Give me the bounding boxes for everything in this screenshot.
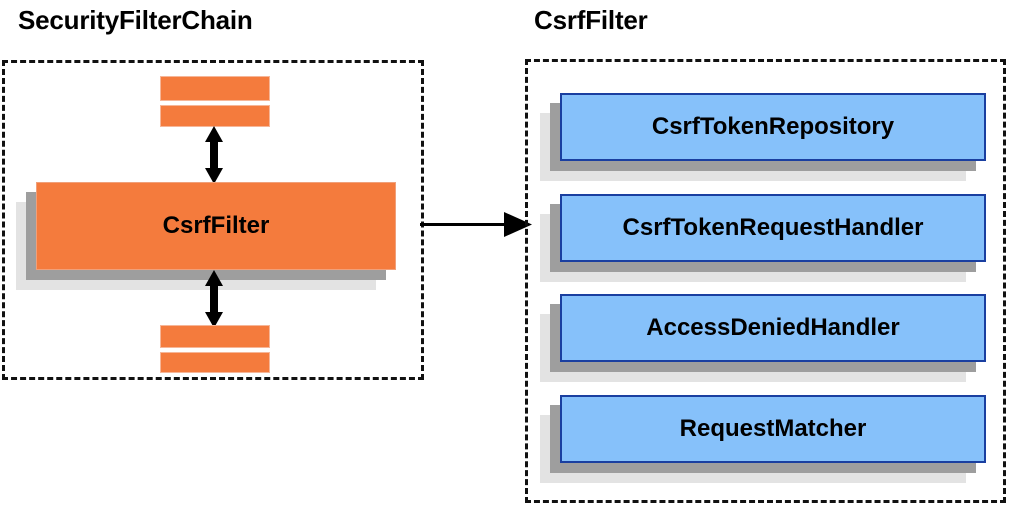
csrf-filter-collaborators-panel <box>525 59 1006 503</box>
node-access-denied-handler[interactable]: AccessDeniedHandler <box>540 294 986 382</box>
filter-stub-bar-top-1 <box>160 76 270 101</box>
node-csrf-token-request-handler-label: CsrfTokenRequestHandler <box>560 194 986 262</box>
filter-stub-bar-bottom-1 <box>160 325 270 348</box>
node-csrf-token-repository[interactable]: CsrfTokenRepository <box>540 93 986 181</box>
filter-stub-bar-top-2 <box>160 105 270 127</box>
filter-stub-bar-bottom-2 <box>160 352 270 373</box>
node-request-matcher-label: RequestMatcher <box>560 395 986 463</box>
node-csrf-filter-label: CsrfFilter <box>36 182 396 270</box>
node-csrf-token-repository-label: CsrfTokenRepository <box>560 93 986 161</box>
node-csrf-filter[interactable]: CsrfFilter <box>16 182 396 290</box>
bidirectional-arrow-bottom-icon <box>202 270 226 328</box>
page-title-security-filter-chain: SecurityFilterChain <box>18 5 253 35</box>
node-access-denied-handler-label: AccessDeniedHandler <box>560 294 986 362</box>
bidirectional-arrow-top-icon <box>202 126 226 184</box>
page-title-csrf-filter: CsrfFilter <box>534 5 648 35</box>
node-request-matcher[interactable]: RequestMatcher <box>540 395 986 483</box>
security-filter-chain-panel <box>2 60 424 380</box>
node-csrf-token-request-handler[interactable]: CsrfTokenRequestHandler <box>540 194 986 282</box>
arrow-right-icon <box>420 210 532 240</box>
